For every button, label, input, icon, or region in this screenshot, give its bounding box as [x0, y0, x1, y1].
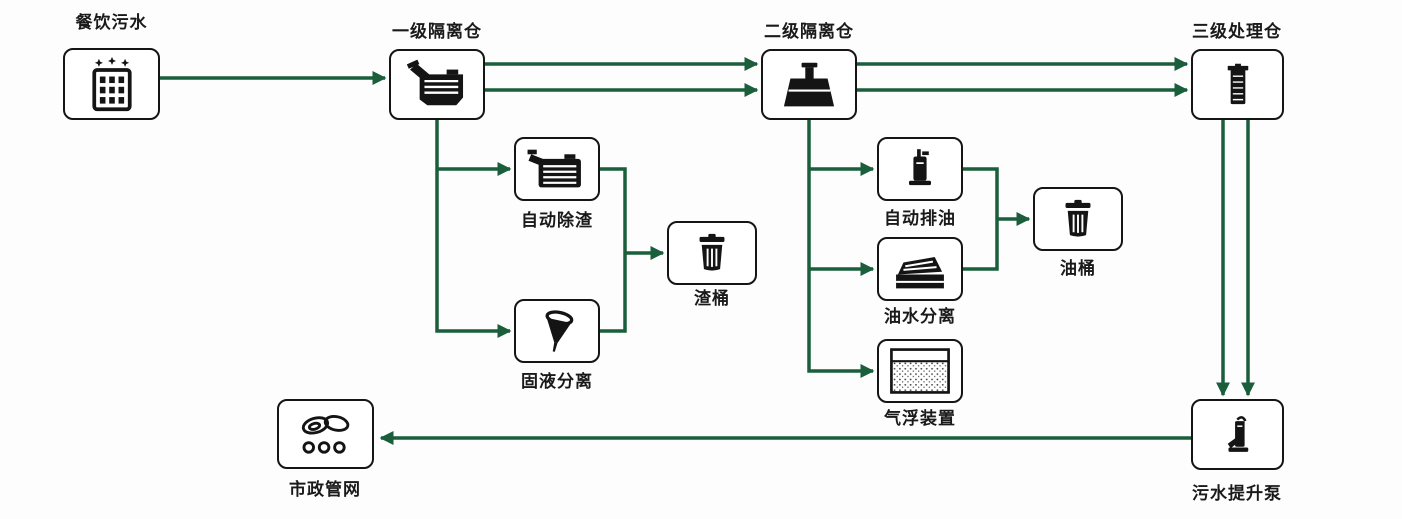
air-flotation-icon — [890, 348, 950, 394]
edge-slag-collector — [600, 167, 627, 333]
label-auto-slag-removal: 自动除渣 — [521, 211, 593, 230]
label-oil-water-separation: 油水分离 — [884, 307, 956, 326]
node-oil-water-separation — [877, 237, 963, 301]
label-auto-oil-discharge: 自动排油 — [884, 209, 956, 228]
node-air-flotation-device — [877, 339, 963, 403]
submersible-pump-icon — [1227, 415, 1248, 452]
slag-remover-icon — [527, 149, 581, 188]
node-oil-bucket — [1033, 187, 1123, 251]
label-tertiary-treatment-chamber: 三级处理仓 — [1192, 22, 1282, 41]
node-secondary-isolation-chamber — [761, 49, 857, 120]
node-solid-liquid-separation — [514, 299, 600, 363]
grease-separator-icon — [406, 59, 464, 105]
node-auto-oil-discharge — [877, 137, 963, 201]
trash-bin-icon — [1065, 199, 1091, 237]
label-solid-liquid-separation: 固液分离 — [521, 372, 593, 391]
oil-discharge-pump-icon — [909, 149, 931, 186]
node-tertiary-treatment-chamber — [1191, 49, 1284, 120]
node-municipal-pipe-network — [277, 399, 374, 469]
oil-water-separator-icon — [896, 257, 944, 289]
restaurant-building-icon — [91, 56, 132, 112]
label-sewage-lift-pump: 污水提升泵 — [1192, 484, 1282, 503]
label-oil-bucket: 油桶 — [1060, 259, 1096, 278]
treatment-column-icon — [1227, 63, 1248, 104]
label-slag-bucket: 渣桶 — [694, 289, 730, 308]
pipe-network-icon — [301, 415, 349, 454]
label-primary-isolation-chamber: 一级隔离仓 — [392, 22, 482, 41]
node-slag-bucket — [667, 221, 757, 285]
node-sewage-lift-pump — [1191, 399, 1284, 470]
node-restaurant-wastewater — [63, 48, 160, 120]
label-restaurant-wastewater: 餐饮污水 — [75, 13, 148, 32]
label-secondary-isolation-chamber: 二级隔离仓 — [764, 22, 854, 41]
edge-secondary-to-air-flotation — [807, 120, 875, 378]
label-municipal-pipe-network: 市政管网 — [289, 480, 361, 499]
node-primary-isolation-chamber — [389, 49, 485, 120]
label-air-flotation-device: 气浮装置 — [884, 409, 956, 428]
isolation-tank-icon — [783, 62, 835, 106]
node-auto-slag-removal — [514, 137, 600, 201]
edge-primary-to-solid-liquid — [435, 120, 512, 338]
trash-bin-icon — [699, 233, 725, 271]
funnel-separator-icon — [545, 310, 574, 352]
